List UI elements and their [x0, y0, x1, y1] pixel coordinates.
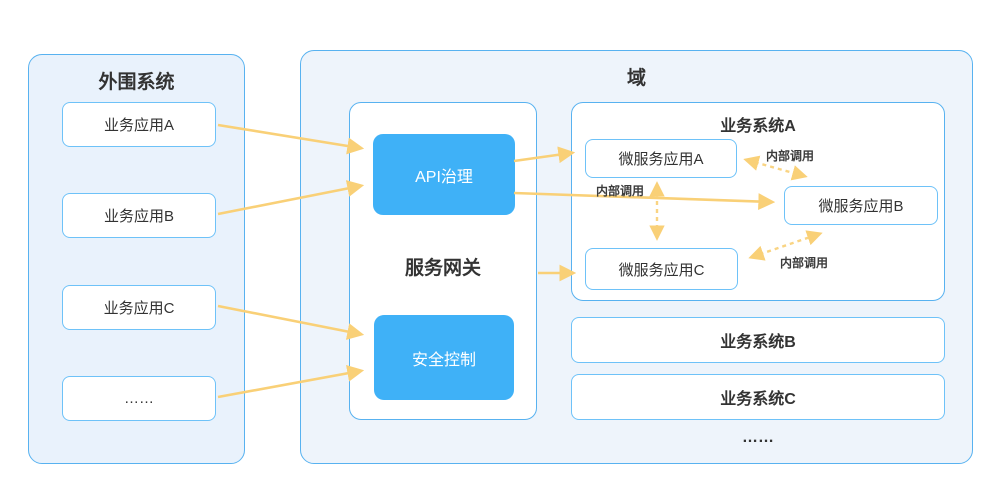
domain-ellipsis: ……	[742, 429, 774, 446]
node-security-control: 安全控制	[374, 315, 514, 400]
internal-call-label-ac: 内部调用	[596, 184, 645, 198]
system-a-panel: 业务系统A 微服务应用A 微服务应用B 微服务应用C	[571, 102, 945, 301]
node-microservice-c: 微服务应用C	[585, 248, 738, 290]
gateway-panel: API治理 服务网关 安全控制	[349, 102, 537, 420]
node-api-governance: API治理	[373, 134, 515, 215]
domain-panel: 域 API治理 服务网关 安全控制 业务系统A 微服务应用A 微服务应用B 微服…	[300, 50, 973, 464]
peripheral-panel-title: 外围系统	[98, 72, 175, 93]
system-a-title: 业务系统A	[720, 118, 796, 135]
node-business-app-a: 业务应用A	[62, 102, 216, 147]
domain-panel-title: 域	[626, 68, 646, 89]
node-system-c: 业务系统C	[571, 374, 945, 420]
peripheral-system-panel: 外围系统 业务应用A 业务应用B 业务应用C ……	[28, 54, 245, 464]
gateway-title: 服务网关	[404, 258, 481, 279]
node-microservice-a: 微服务应用A	[585, 139, 737, 178]
node-business-app-b: 业务应用B	[62, 193, 216, 238]
internal-call-label-cb: 内部调用	[780, 256, 829, 270]
node-microservice-b: 微服务应用B	[784, 186, 938, 225]
node-business-app-ellipsis: ……	[62, 376, 216, 421]
node-system-b: 业务系统B	[571, 317, 945, 363]
node-business-app-c: 业务应用C	[62, 285, 216, 330]
internal-call-label-ab: 内部调用	[766, 149, 815, 163]
